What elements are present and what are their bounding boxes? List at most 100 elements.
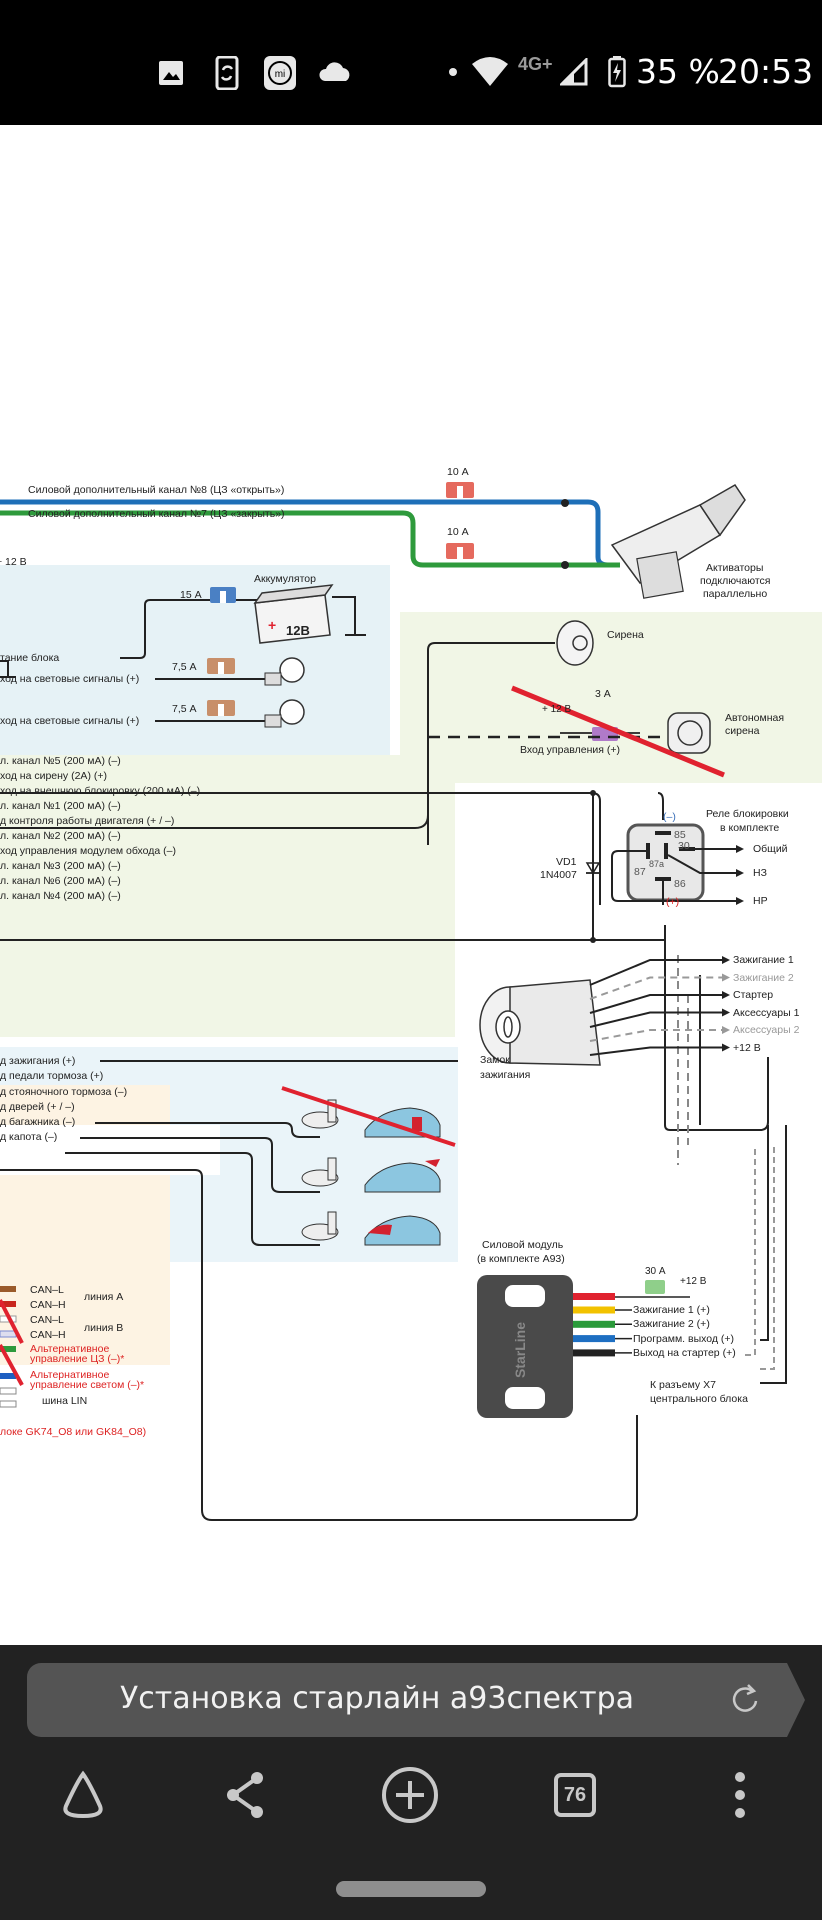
ignition-output-wire	[589, 994, 724, 1014]
cross-out-siren	[511, 685, 725, 778]
autonomous-siren-image	[667, 712, 711, 754]
blocking-relay	[626, 823, 705, 902]
alice-assistant-button[interactable]	[48, 1760, 118, 1830]
menu-button[interactable]	[705, 1760, 775, 1830]
relay-pin-87a: 87a	[649, 859, 665, 869]
channel-7-label: Силовой дополнительный канал №7 (ЦЗ «зак…	[28, 508, 285, 520]
share-icon	[227, 1772, 263, 1818]
green-wire	[0, 510, 620, 568]
input-item: д дверей (+ / –)	[0, 1100, 75, 1113]
fuse-10a-label-2: 10 А	[447, 526, 469, 538]
cloud-icon	[319, 62, 350, 81]
inputs-list: д зажигания (+) д педали тормоза (+) д с…	[0, 1054, 127, 1146]
power-module-wire	[573, 1320, 615, 1328]
fuse-10a-top-1	[446, 482, 474, 498]
relay-pin-87: 87	[634, 866, 646, 878]
power-module-wire-label: Зажигание 1 (+)	[633, 1304, 710, 1316]
home-indicator[interactable]	[336, 1881, 486, 1897]
limit-switch-1	[301, 1099, 339, 1129]
outputs-panel	[0, 755, 455, 1037]
block-power-label: тание блока	[0, 652, 60, 664]
network-type: 4G+	[518, 54, 553, 74]
fuse-7-5a-2	[207, 700, 235, 716]
reload-icon[interactable]	[730, 1683, 762, 1717]
siren-plus12-label: + 12 В	[542, 704, 572, 715]
x7-label-1: К разъему Х7	[650, 1379, 716, 1391]
cross-out-door-input	[281, 1086, 456, 1147]
ignition-output-wire	[589, 1029, 724, 1042]
web-content[interactable]: +	[0, 125, 822, 1645]
output-item: л. канал №5 (200 мА) (–)	[0, 755, 121, 767]
car-hood-image	[364, 1215, 441, 1246]
limit-switch-3	[301, 1211, 339, 1241]
power-module-wire	[573, 1335, 615, 1343]
output-item: л. канал №3 (200 мА) (–)	[0, 860, 121, 872]
alt-cz-label-1: Альтернативное	[30, 1343, 110, 1355]
more-vertical-icon	[735, 1772, 745, 1818]
diode-label-1: VD1	[556, 856, 577, 868]
dot-icon	[449, 68, 457, 76]
relay-pin-30: 30	[678, 840, 690, 852]
x7-label-2: центрального блока	[650, 1393, 748, 1405]
outputs-list: л. канал №5 (200 мА) (–) ход на сирену (…	[0, 754, 200, 904]
new-tab-button[interactable]	[375, 1760, 445, 1830]
gallery-icon	[159, 61, 183, 85]
input-item: д багажника (–)	[0, 1116, 76, 1129]
wiring-diagram: +	[0, 125, 822, 1645]
alt-light-label-2: управление светом (–)*	[30, 1379, 145, 1391]
bulb-icon-2	[264, 699, 305, 728]
light-output-label-1: ход на световые сигналы (+)	[0, 673, 140, 685]
relay-pin-85: 85	[674, 829, 686, 841]
autonomous-siren-label-2: сирена	[725, 725, 760, 737]
tabs-button[interactable]: 76	[540, 1760, 610, 1830]
can-footnote: локе GK74_O8 или GK84_O8)	[0, 1426, 147, 1438]
input-item: д зажигания (+)	[0, 1055, 76, 1067]
output-item: ход на сирену (2А) (+)	[0, 770, 107, 782]
wifi-icon	[472, 57, 508, 86]
output-item: л. канал №4 (200 мА) (–)	[0, 890, 121, 902]
fuse-3a-label: 3 А	[595, 688, 611, 700]
starline-brand: StarLine	[512, 1321, 529, 1379]
share-button[interactable]	[210, 1760, 280, 1830]
tab-count: 76	[554, 1773, 596, 1817]
ignition-lock-label-1: Замок	[480, 1054, 510, 1066]
output-item: л. канал №2 (200 мА) (–)	[0, 830, 121, 842]
ignition-output-label: Аксессуары 2	[733, 1024, 800, 1036]
fuse-15a-label: 15 А	[180, 589, 202, 601]
diagram-graphics: +	[0, 482, 822, 1521]
ignition-output-label: +12 В	[733, 1041, 761, 1054]
diode-label-2: 1N4007	[540, 869, 577, 881]
battery-image: +	[253, 584, 334, 644]
signal-icon	[560, 58, 588, 86]
search-query-text[interactable]: Установка старлайн а93спектра	[119, 1681, 635, 1716]
can-h-b: CAN–H	[30, 1329, 66, 1341]
alt-light-label-1: Альтернативное	[30, 1369, 110, 1381]
search-query-bar[interactable]	[27, 1663, 787, 1737]
fuse-7-5a-1	[207, 658, 235, 674]
relay-pin-86: 86	[674, 878, 686, 890]
can-l-a: CAN–L	[30, 1284, 64, 1296]
ignition-lock-label-2: зажигания	[480, 1069, 531, 1081]
ignition-output-wire	[589, 1046, 724, 1056]
can-l-b: CAN–L	[30, 1314, 64, 1326]
plus12-label: + 12 В	[0, 556, 27, 568]
relay-title-2: в комплекте	[720, 822, 780, 834]
power-module-wires	[573, 1306, 632, 1357]
power-module-wire	[573, 1349, 615, 1357]
relay-minus: (–)	[663, 811, 676, 823]
fuse-7-5a-label-2: 7,5 А	[172, 703, 197, 715]
arrow-icon	[722, 973, 730, 982]
svg-text:mi: mi	[275, 69, 286, 80]
input-item: д капота (–)	[0, 1131, 58, 1144]
alt-cz-label-2: управление ЦЗ (–)*	[30, 1353, 125, 1365]
power-module-title-2: (в комплекте А93)	[477, 1253, 565, 1265]
ignition-lock-image	[479, 979, 601, 1066]
arrow-icon	[722, 991, 730, 999]
plus-circle-icon	[382, 1767, 438, 1823]
output-item: ход управления модулем обхода (–)	[0, 845, 177, 857]
ignition-output-label: Зажигание 2	[733, 971, 794, 984]
output-item: д контроля работы двигателя (+ / –)	[0, 815, 175, 827]
actuators-label-3: параллельно	[703, 588, 768, 600]
fuse-30a	[645, 1280, 665, 1294]
actuators-label-1: Активаторы	[706, 562, 764, 574]
